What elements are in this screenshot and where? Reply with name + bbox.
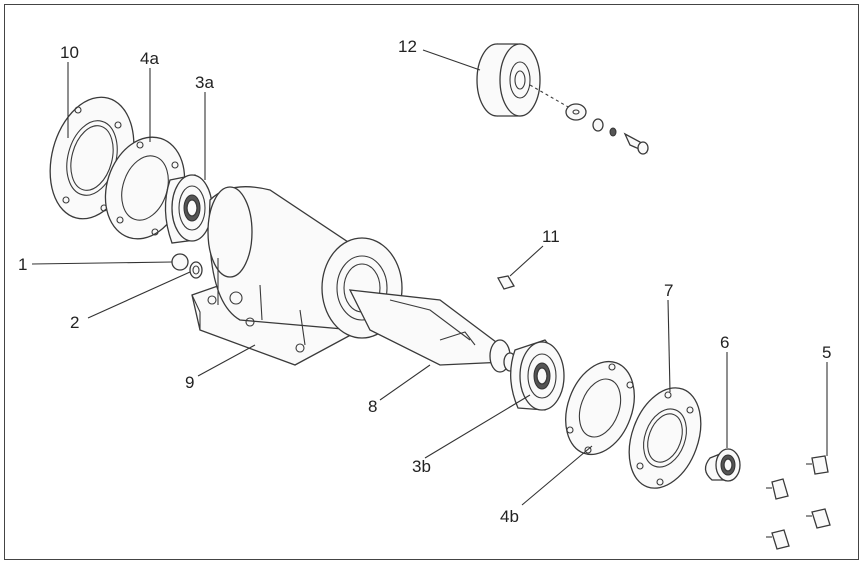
part-3a-bearing <box>164 174 213 244</box>
part-12-pulley <box>476 43 649 155</box>
label-12: 12 <box>398 37 417 56</box>
part-4b-gasket <box>565 360 635 456</box>
label-1: 1 <box>18 255 27 274</box>
part-11-key <box>497 275 515 290</box>
label-6: 6 <box>720 333 729 352</box>
part-7-flange <box>628 387 702 489</box>
label-8: 8 <box>368 397 377 416</box>
part-2-washer <box>189 261 203 279</box>
label-3a: 3a <box>195 73 214 92</box>
label-7: 7 <box>664 281 673 300</box>
part-9-housing <box>191 186 403 366</box>
part-3b-bearing <box>510 339 565 411</box>
part-8-shaft <box>348 289 517 373</box>
label-3b: 3b <box>412 457 431 476</box>
label-11: 11 <box>542 227 560 246</box>
label-4b: 4b <box>500 507 519 526</box>
label-5: 5 <box>822 343 831 362</box>
part-6-seal <box>704 448 741 482</box>
label-2: 2 <box>70 313 79 332</box>
label-9: 9 <box>185 373 194 392</box>
part-1-plug <box>171 253 189 271</box>
leader-lines <box>31 49 828 506</box>
label-4a: 4a <box>140 49 159 68</box>
label-10: 10 <box>60 43 79 62</box>
part-5-bolts <box>766 455 831 550</box>
